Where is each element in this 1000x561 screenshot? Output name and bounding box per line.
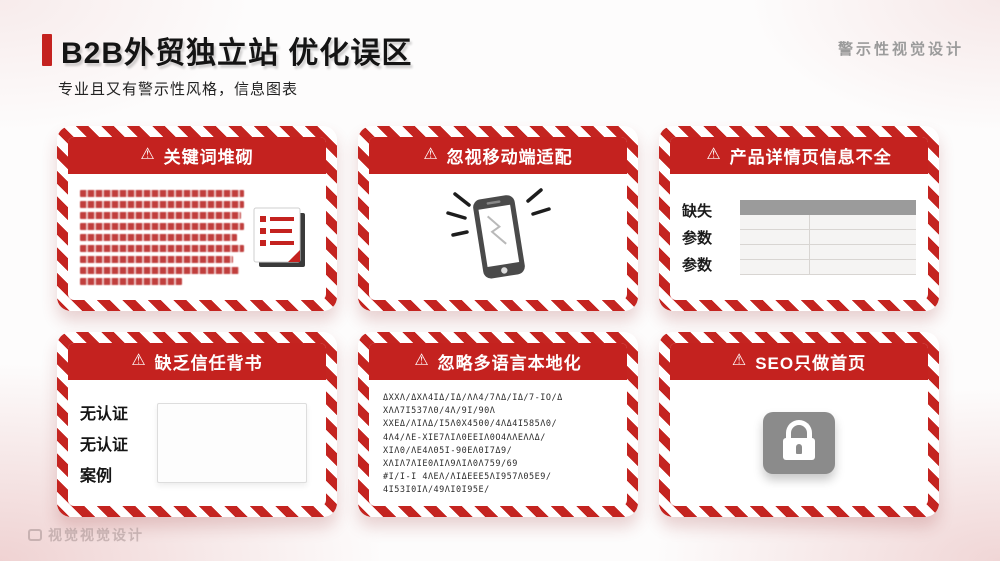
blurred-red-text-block — [80, 184, 244, 290]
watermark: 视觉视觉设计 — [28, 525, 144, 545]
table-row — [740, 229, 916, 245]
label-no-cert: 无认证 — [80, 437, 129, 454]
card-header: ⚠ 缺乏信任背书 — [68, 343, 326, 380]
card-mobile-adaptation: ⚠ 忽视移动端适配 — [358, 126, 638, 311]
table-row — [740, 214, 916, 230]
empty-certificate-box — [157, 403, 307, 483]
page-subtitle: 专业且又有警示性风格，信息图表 — [58, 81, 299, 98]
card-multilingual-localization: ⚠ 忽略多语言本地化 ΔXXΛ/ΔXΛ4ΙΔ/ΙΔ/ΛΛ4/7ΛΔ/ΙΔ/7-Ι… — [358, 332, 638, 517]
card-header: ⚠ 产品详情页信息不全 — [670, 137, 928, 174]
card-title: 关键词堆砌 — [163, 148, 254, 167]
card-title: SEO只做首页 — [755, 354, 867, 373]
card-title: 产品详情页信息不全 — [729, 148, 892, 167]
empty-spec-table — [740, 184, 916, 290]
document-icon — [244, 184, 314, 290]
label-case: 案例 — [80, 468, 113, 485]
missing-field-labels: 缺失 参数 参数 — [682, 184, 740, 290]
lock-icon — [763, 412, 835, 474]
card-title: 缺乏信任背书 — [154, 354, 263, 373]
warning-icon: ⚠ — [131, 351, 147, 369]
card-title: 忽视移动端适配 — [446, 148, 573, 167]
warning-icon: ⚠ — [414, 351, 430, 369]
card-title: 忽略多语言本地化 — [437, 354, 582, 373]
warning-icon: ⚠ — [706, 145, 722, 163]
watermark-logo-icon — [28, 529, 42, 541]
card-header: ⚠ 忽视移动端适配 — [369, 137, 627, 174]
page-title: B2B外贸独立站 优化误区 — [61, 37, 413, 70]
warning-icon: ⚠ — [423, 145, 439, 163]
card-product-detail-incomplete: ⚠ 产品详情页信息不全 缺失 参数 参数 — [659, 126, 939, 311]
card-grid: ⚠ 关键词堆砌 — [57, 126, 939, 517]
warning-icon: ⚠ — [731, 351, 748, 369]
card-trust-endorsement: ⚠ 缺乏信任背书 无认证 无认证 案例 — [57, 332, 337, 517]
label-parameter: 参数 — [682, 256, 713, 274]
title-accent-bar — [42, 34, 52, 66]
card-keyword-stuffing: ⚠ 关键词堆砌 — [57, 126, 337, 311]
table-row — [740, 244, 916, 260]
corner-label: 警示性视觉设计 — [837, 41, 964, 58]
label-no-cert: 无认证 — [80, 406, 129, 423]
card-seo-homepage-only: ⚠ SEO只做首页 — [659, 332, 939, 517]
garbled-text-block: ΔXXΛ/ΔXΛ4ΙΔ/ΙΔ/ΛΛ4/7ΛΔ/ΙΔ/7-ΙΟ/Δ ΧΛΛ7Ι53… — [383, 393, 563, 496]
page-header: B2B外贸独立站 优化误区 — [42, 28, 412, 72]
label-parameter: 参数 — [682, 229, 713, 247]
table-row — [740, 259, 916, 275]
watermark-text: 视觉视觉设计 — [48, 527, 144, 543]
label-missing: 缺失 — [682, 202, 713, 220]
card-header: ⚠ 关键词堆砌 — [68, 137, 326, 174]
card-header: ⚠ 忽略多语言本地化 — [369, 343, 627, 380]
table-header-bar — [740, 199, 916, 215]
cracked-phone-icon — [381, 184, 615, 290]
warning-icon: ⚠ — [140, 145, 156, 163]
card-header: ⚠ SEO只做首页 — [670, 343, 928, 380]
trust-labels: 无认证 无认证 案例 — [80, 390, 150, 496]
